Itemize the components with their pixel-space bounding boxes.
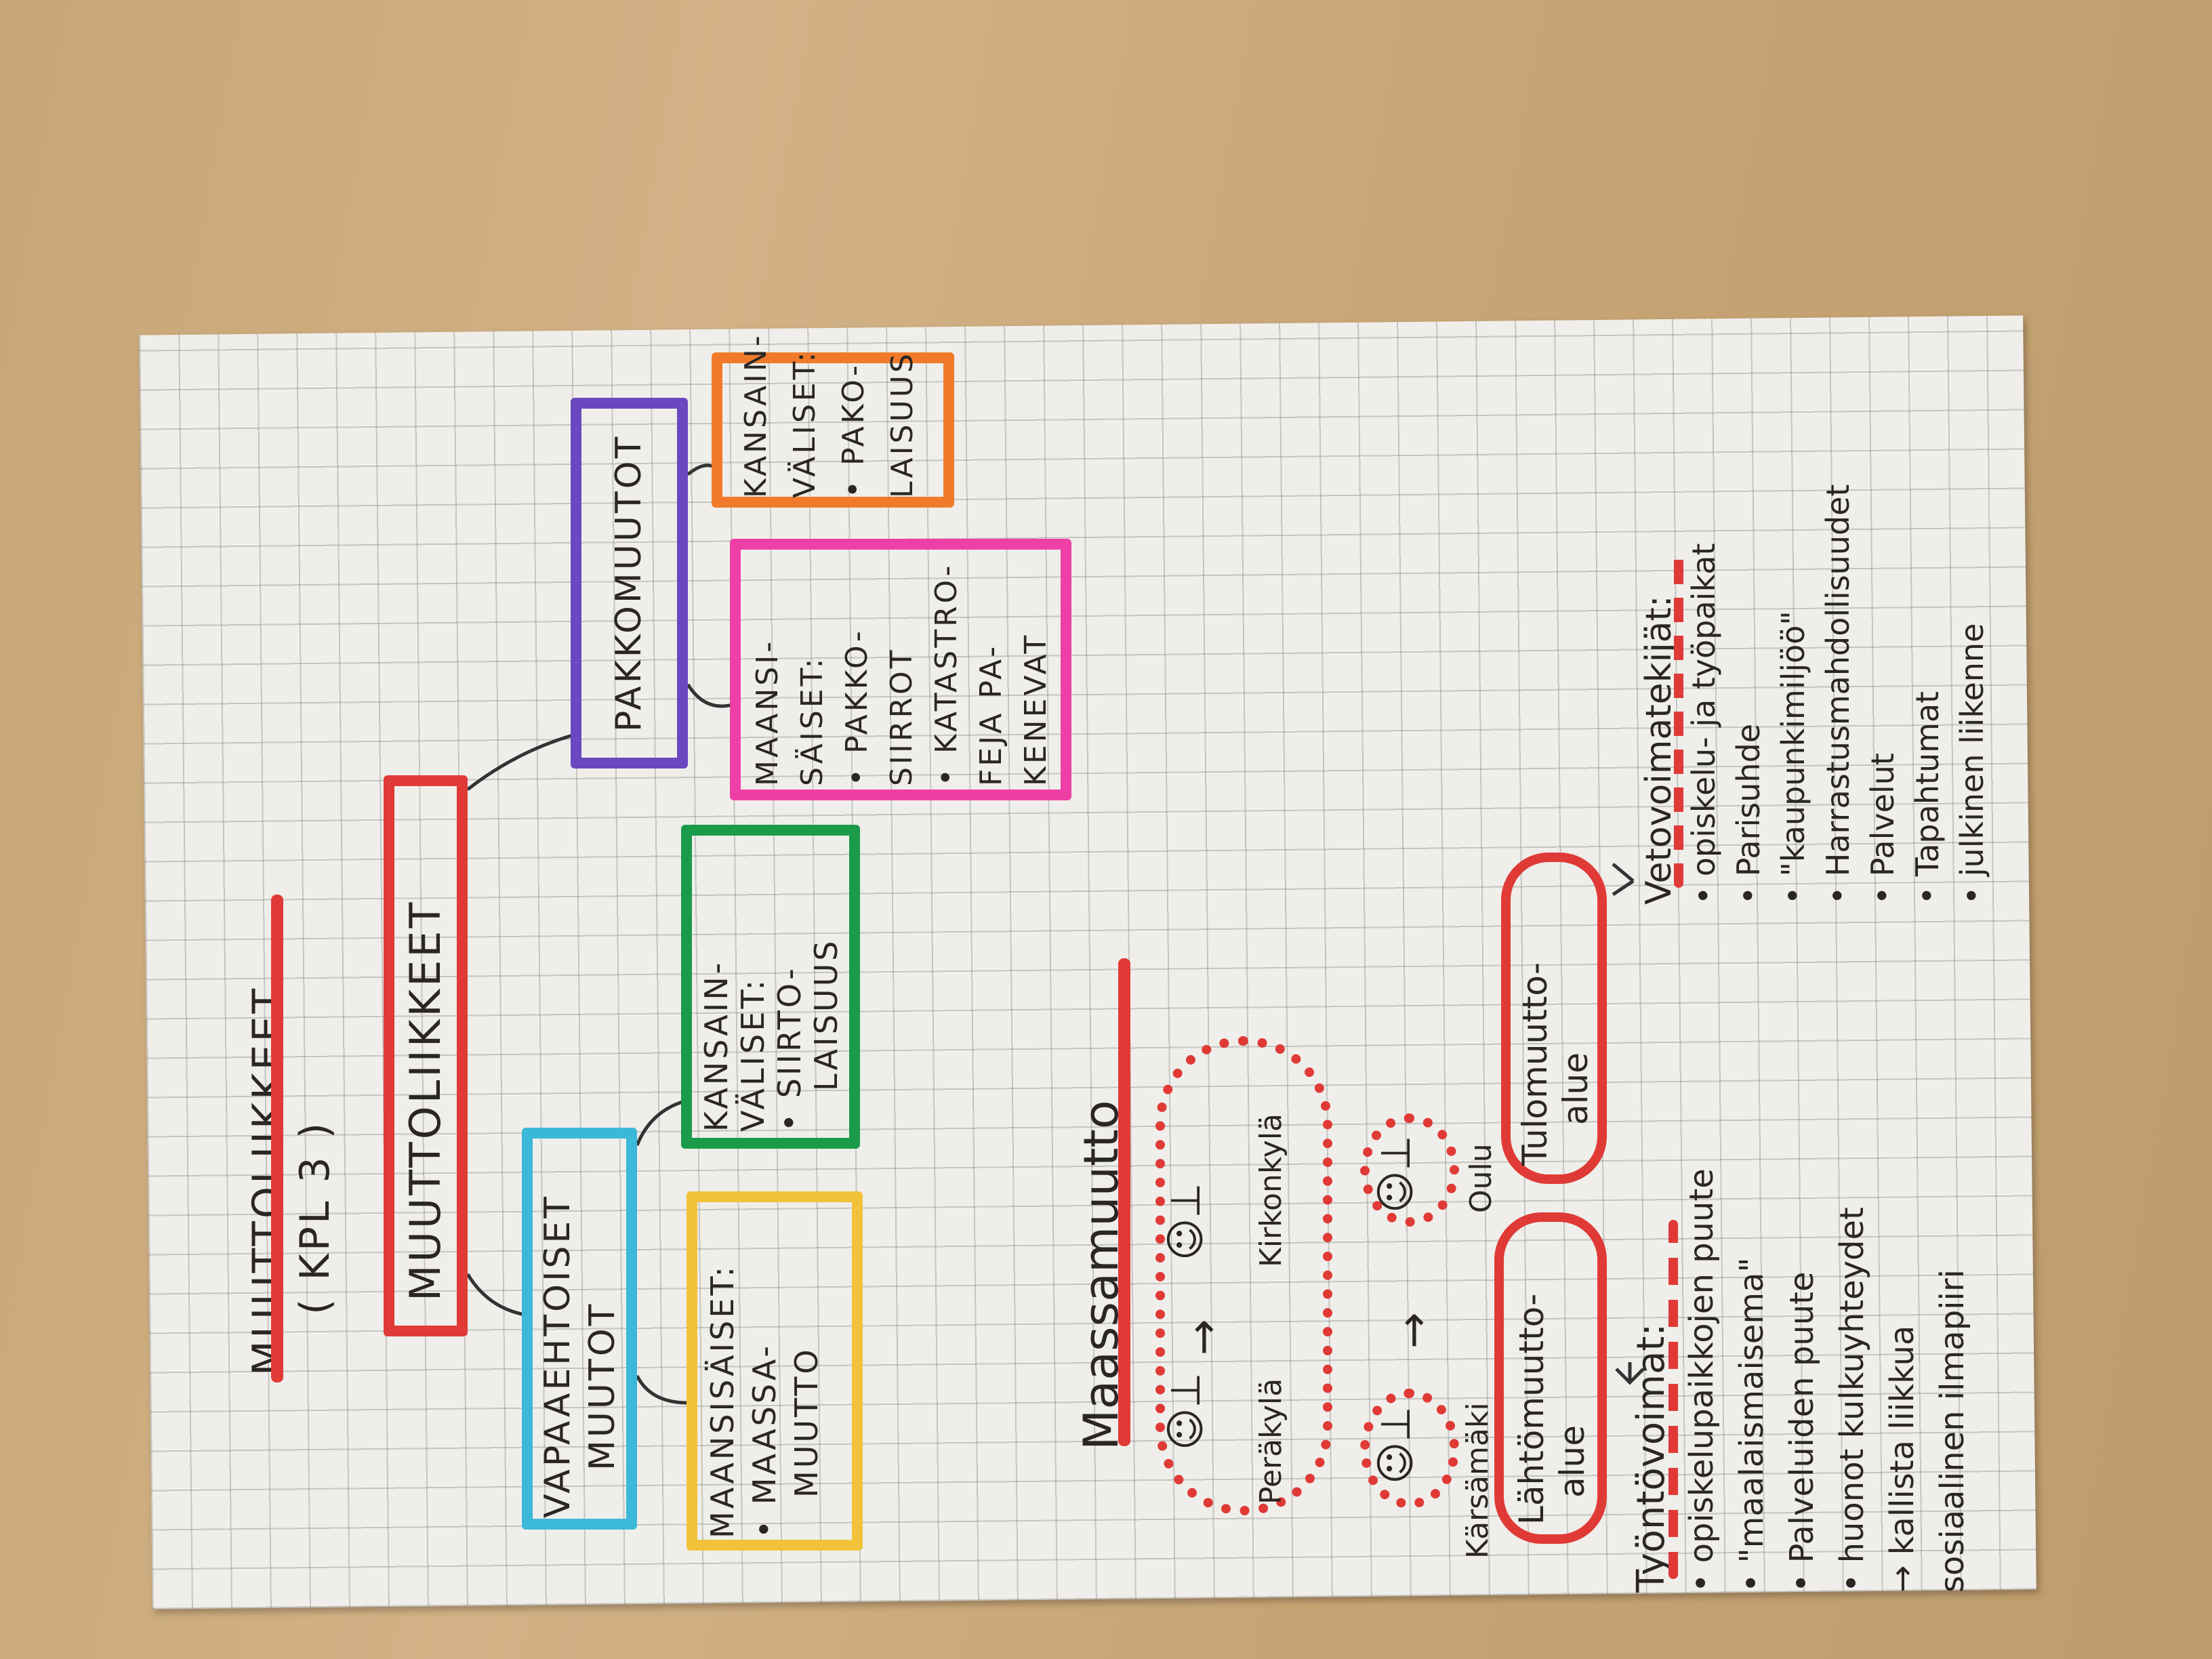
heading-underline (1118, 958, 1130, 1446)
forced-migration-label: PAKKOMUUTOT (609, 434, 649, 732)
text-line: VÄLISET: (787, 349, 822, 498)
stick-figure-icon: ☺⊥ (1162, 1372, 1210, 1450)
text-line: • SIIRTO- (771, 966, 808, 1132)
text-line: • PAKO- (836, 363, 871, 498)
forced-domestic-text: MAANSI- SÄISET: • PAKKO- SIIRROT • KATAS… (745, 563, 1059, 786)
forced-international-box (712, 352, 954, 508)
text-line: • KATASTRO- (929, 562, 964, 786)
voluntary-migration-label: VAPAAEHTOISET MUUTOT (535, 1194, 625, 1518)
place-label-oulu: Oulu (1464, 1143, 1498, 1213)
text-line: KENEVAT (1019, 632, 1053, 786)
title-line-2: ( KPL 3 ) (291, 1120, 339, 1315)
text-line: Lähtömuutto- (1512, 1293, 1551, 1525)
list-item: • opiskelupaikkojen puute (1683, 1168, 1721, 1593)
place-label-perakyla: Peräkylä (1254, 1378, 1288, 1504)
list-item: • Palvelut (1864, 753, 1901, 905)
text-line: VÄLISET: (735, 977, 771, 1132)
connector-forced-intl (687, 464, 716, 476)
text-line: KANSAIN- (698, 960, 735, 1132)
place-label-kirkonkyla: Kirkonkylä (1254, 1113, 1288, 1267)
arrival-area-label: Tulomuutto- alue (1515, 962, 1596, 1166)
connector-root-forced (466, 733, 573, 791)
pull-title-underline (1674, 556, 1683, 888)
voluntary-international-box (681, 825, 860, 1149)
arrow-right-icon: → (1179, 1319, 1229, 1355)
list-item: • "kaupunkimiljöö" (1775, 611, 1811, 905)
text-line: LAISUUS (885, 351, 920, 498)
voluntary-domestic-box (687, 1191, 863, 1551)
forced-international-text: KANSAIN- VÄLISET: • PAKO- LAISUUS (732, 333, 927, 498)
voluntary-migration-box (522, 1128, 637, 1530)
text-line: • MAASSA- (746, 1343, 783, 1538)
push-factors-list: Työntövoimat: • opiskelupaikkojen puute … (1626, 1168, 1978, 1593)
list-item: • Parisuhde (1730, 723, 1767, 905)
connector-root-voluntary (466, 1273, 526, 1317)
title-line-1: MUUTTOLIIKKEET (244, 985, 291, 1376)
list-item: sosiaalinen ilmapiiri (1933, 1269, 1971, 1593)
stick-figure-icon: ☺⊥ (1162, 1183, 1210, 1261)
pull-factors-list: Vetovoimatekijät: • opiskelu- ja työpaik… (1637, 484, 1994, 905)
connector-vol-domestic (635, 1374, 689, 1405)
text-line: SIIRROT (884, 647, 919, 786)
text-line: MUUTTO (788, 1347, 825, 1498)
title-underline (271, 895, 283, 1382)
root-box (384, 775, 468, 1336)
text-line: VAPAAEHTOISET (537, 1193, 578, 1518)
page-title: MUUTTOLIIKKEET ( KPL 3 ) (244, 986, 339, 1376)
text-line: LAISUUS (808, 938, 844, 1091)
text-line: alue (1553, 1425, 1592, 1498)
push-title-underline (1668, 1220, 1678, 1579)
text-line: MAANSISÄISET: (704, 1264, 741, 1538)
list-item: • Palveluiden puute (1783, 1271, 1821, 1593)
text-line: SÄISET: (795, 655, 830, 786)
forced-domestic-box (730, 539, 1071, 800)
departure-area-cloud (1494, 1212, 1607, 1544)
connector-forced-domestic (686, 683, 733, 708)
arrow-right-icon: → (1389, 1312, 1439, 1349)
list-item: • huonot kulkuyhteydet (1833, 1207, 1871, 1593)
stick-figure-icon: ☺⊥ (1372, 1135, 1420, 1213)
list-item: • opiskelu- ja työpaikat (1685, 543, 1722, 905)
text-line: FEJA PA- (974, 643, 1008, 786)
departure-area-label: Lähtömuutto- alue (1511, 1294, 1593, 1525)
root-label: MUUTTOLIIKKEET (401, 899, 450, 1301)
text-line: KANSAIN- (739, 333, 773, 498)
text-line: MAANSI- (750, 638, 785, 786)
stick-figure-icon: ☺⊥ (1372, 1406, 1420, 1484)
arrow-down-icon (1615, 1362, 1645, 1385)
list-item: • Harrastusmahdollisuudet (1820, 484, 1856, 905)
list-item: • "maalaismaisema" (1733, 1257, 1771, 1593)
voluntary-international-text: KANSAIN- VÄLISET: • SIIRTO- LAISUUS (698, 939, 844, 1132)
list-item: • julkinen liikenne (1954, 623, 1990, 905)
voluntary-domestic-text: MAANSISÄISET: • MAASSA- MUUTTO (701, 1264, 827, 1538)
connector-vol-intl (635, 1099, 685, 1146)
list-item: → kallista liikkua (1883, 1325, 1921, 1593)
forced-migration-box (571, 398, 688, 769)
list-item: • Tapahtumat (1909, 691, 1946, 905)
text-line: alue (1556, 1052, 1595, 1125)
text-line: • PAKKO- (840, 628, 874, 786)
text-line: MUUTOT (582, 1301, 623, 1471)
arrow-right-icon (1612, 863, 1635, 897)
text-line: Tulomuutto- (1515, 962, 1555, 1166)
